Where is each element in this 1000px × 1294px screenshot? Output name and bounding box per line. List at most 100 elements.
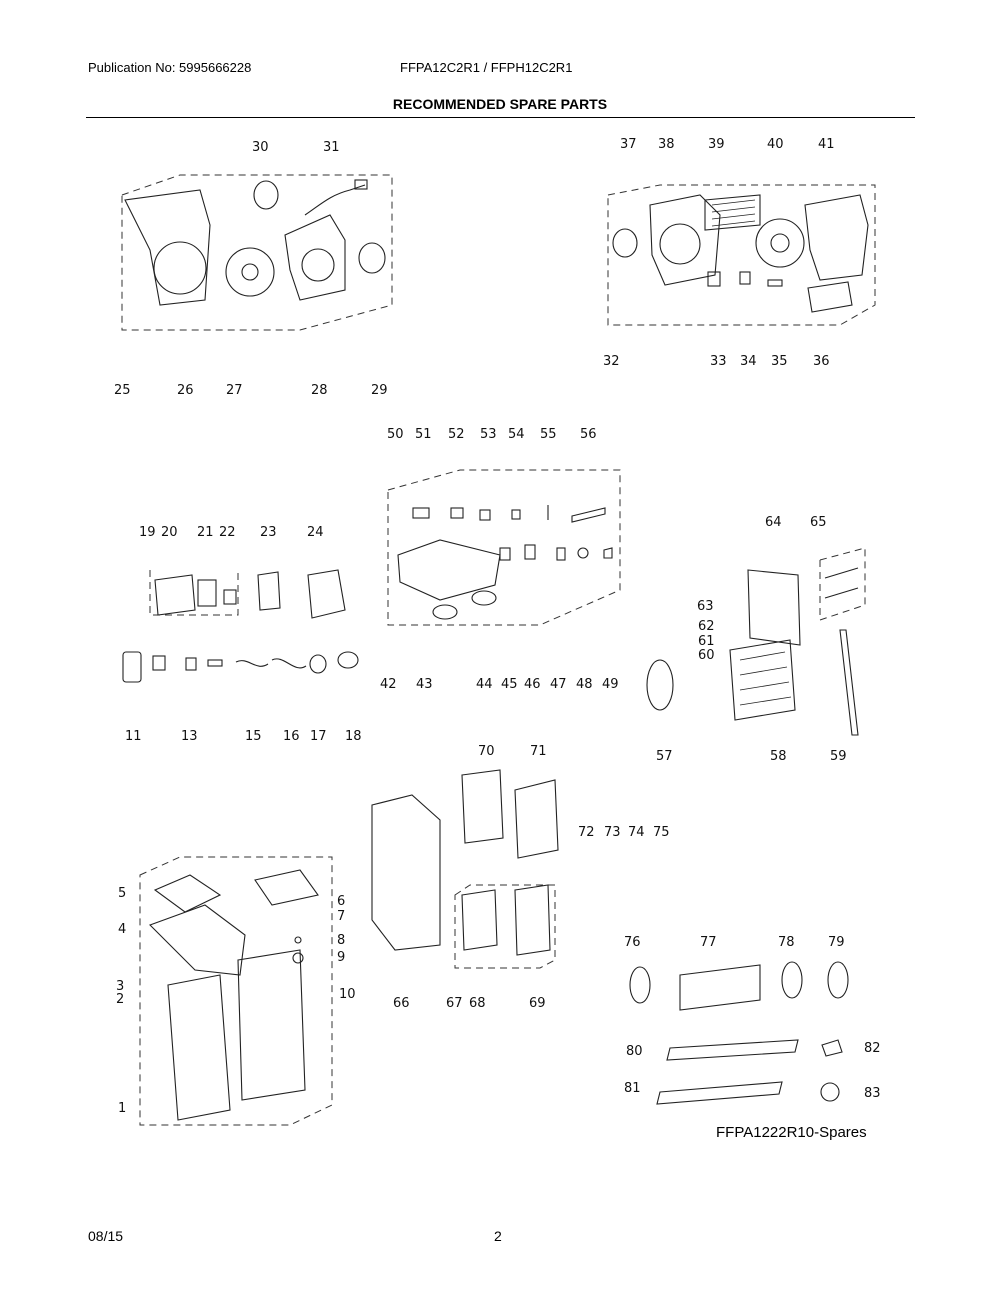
- part-callout-77: 77: [700, 935, 717, 950]
- part-13-small: [185, 657, 197, 671]
- part-callout-75: 75: [653, 825, 670, 840]
- part-drawings: [122, 179, 869, 1121]
- part-callout-28: 28: [311, 383, 328, 398]
- part-callout-43: 43: [416, 677, 433, 692]
- front-panel: [167, 974, 231, 1121]
- publication-date: 08/15: [88, 1228, 124, 1244]
- fan-housing-left: [649, 194, 721, 286]
- cabinet-group-outline: [139, 856, 333, 1126]
- bracket-36: [807, 281, 853, 313]
- rear-panel: [371, 794, 441, 951]
- part-callout-57: 57: [656, 749, 673, 764]
- part-callout-62: 62: [698, 619, 715, 634]
- part-callout-46: 46: [524, 677, 541, 692]
- part-callout-52: 52: [448, 427, 465, 442]
- cross-flow-fan: [755, 218, 805, 268]
- blower-group-outline: [121, 174, 393, 331]
- part-callout-26: 26: [177, 383, 194, 398]
- part-callout-78: 78: [778, 935, 795, 950]
- foam-roll-83: [820, 1082, 840, 1102]
- part-callout-36: 36: [813, 354, 830, 369]
- part-callout-63: 63: [697, 599, 714, 614]
- part-callout-53: 53: [480, 427, 497, 442]
- caster-43: [432, 604, 458, 620]
- hose-adapter-76: [629, 966, 651, 1004]
- part-callout-41: 41: [818, 137, 835, 152]
- fitting-17: [309, 654, 327, 674]
- base-group-outline: [387, 469, 621, 626]
- switch-33: [707, 271, 721, 287]
- part-callout-70: 70: [478, 744, 495, 759]
- compressor: [646, 659, 674, 711]
- part-callout-61: 61: [698, 634, 715, 649]
- remote-control: [122, 651, 142, 683]
- part-callout-55: 55: [540, 427, 557, 442]
- diagram-reference: FFPA1222R10-Spares: [716, 1124, 867, 1141]
- display-board: [254, 869, 319, 906]
- part-callout-18: 18: [345, 729, 362, 744]
- part-callout-50: 50: [387, 427, 404, 442]
- motor: [612, 228, 638, 258]
- part-callout-66: 66: [393, 996, 410, 1011]
- part-callout-59: 59: [830, 749, 847, 764]
- part-callout-1: 1: [118, 1101, 126, 1116]
- part-82: [821, 1039, 843, 1057]
- window-panel-80: [666, 1039, 799, 1061]
- sensor-35: [767, 279, 783, 287]
- part-callout-76: 76: [624, 935, 641, 950]
- part-45: [499, 547, 511, 561]
- part-callout-15: 15: [245, 729, 262, 744]
- cross-flow-fan-hub: [770, 233, 790, 253]
- part-callout-31: 31: [323, 140, 340, 155]
- part-callout-23: 23: [260, 525, 277, 540]
- fan-housing-right: [804, 194, 869, 281]
- fan-motor: [358, 242, 386, 274]
- scroll-housing: [284, 214, 346, 301]
- page-number: 2: [494, 1228, 502, 1244]
- part-callout-20: 20: [161, 525, 178, 540]
- switch-34: [739, 271, 751, 285]
- part-callout-35: 35: [771, 354, 788, 369]
- filter-group-outline: [454, 884, 556, 969]
- part-callout-29: 29: [371, 383, 388, 398]
- page-title: RECOMMENDED SPARE PARTS: [392, 96, 608, 112]
- part-47: [556, 547, 566, 561]
- part-callout-24: 24: [307, 525, 324, 540]
- part-callout-27: 27: [226, 383, 243, 398]
- part-callout-48: 48: [576, 677, 593, 692]
- part-46: [524, 544, 536, 560]
- blower-housing-opening: [153, 241, 207, 295]
- knob-9: [292, 952, 304, 964]
- blower-wheel: [225, 247, 275, 297]
- filter-71: [514, 779, 559, 859]
- fitting-18: [337, 651, 359, 669]
- part-callout-67: 67: [446, 996, 463, 1011]
- part-callout-71: 71: [530, 744, 547, 759]
- part-callout-2: 2: [116, 992, 124, 1007]
- part-49: [603, 547, 613, 559]
- header-rule: [86, 117, 915, 118]
- relay: [223, 589, 237, 605]
- capacitor-box: [307, 569, 346, 619]
- part-callout-54: 54: [508, 427, 525, 442]
- publication-number: Publication No: 5995666228: [88, 60, 252, 75]
- window-panel-81: [656, 1081, 783, 1105]
- part-callout-3: 3: [116, 979, 124, 994]
- knob-8: [294, 936, 302, 944]
- part-54: [511, 509, 521, 520]
- part-callout-83: 83: [864, 1086, 881, 1101]
- part-callout-7: 7: [337, 909, 345, 924]
- group-outlines: [121, 174, 876, 1126]
- part-callout-13: 13: [181, 729, 198, 744]
- part-callout-80: 80: [626, 1044, 643, 1059]
- part-53: [479, 509, 491, 521]
- control-board: [154, 574, 196, 616]
- fan-group-outline: [607, 184, 876, 326]
- part-callout-34: 34: [740, 354, 757, 369]
- exhaust-hose: [679, 964, 761, 1011]
- part-callout-17: 17: [310, 729, 327, 744]
- part-callout-9: 9: [337, 950, 345, 965]
- part-callout-39: 39: [708, 137, 725, 152]
- part-callout-25: 25: [114, 383, 131, 398]
